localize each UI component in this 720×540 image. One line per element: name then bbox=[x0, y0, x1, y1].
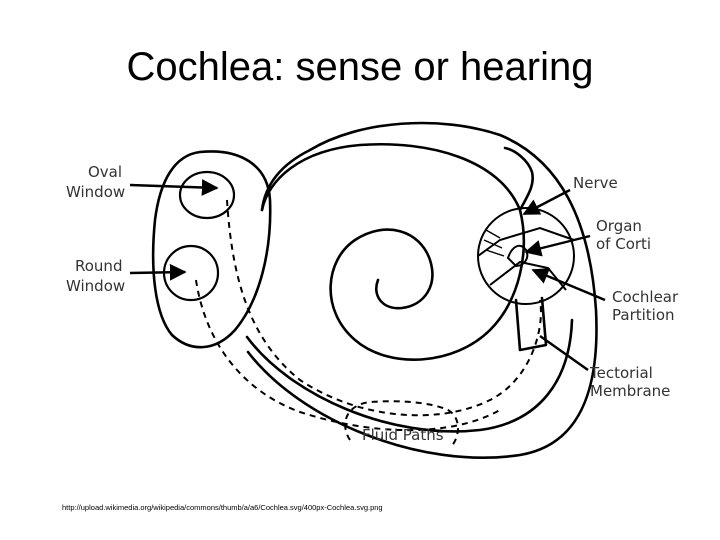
label-round-window: Round Window bbox=[66, 257, 127, 295]
label-organ-of-corti: Organ of Corti bbox=[596, 217, 651, 253]
oval-window bbox=[178, 170, 236, 220]
nerve-fiber-2 bbox=[483, 239, 503, 249]
cochlea-outer-wall bbox=[246, 121, 598, 459]
label-fluid-paths: Fluid Paths bbox=[362, 426, 444, 444]
label-cochlear-partition: Cochlear Partition bbox=[612, 288, 683, 324]
label-tectorial-membrane: Tectorial Membrane bbox=[589, 364, 670, 400]
label-nerve: Nerve bbox=[573, 174, 618, 192]
slide-title: Cochlea: sense or hearing bbox=[126, 45, 594, 89]
nerve-arrow bbox=[522, 188, 571, 216]
oval-window-arrow bbox=[129, 179, 219, 196]
duct-cross-section bbox=[477, 207, 575, 305]
fluid-paths-outline bbox=[344, 400, 459, 449]
cochlear-partition-arrow bbox=[531, 268, 606, 302]
nerve-fiber-1 bbox=[485, 229, 501, 239]
round-window-arrow bbox=[129, 263, 187, 281]
cochlea-mid-canal bbox=[245, 318, 574, 433]
duct-septum-1 bbox=[477, 226, 575, 257]
fluid-path-lower bbox=[195, 279, 501, 432]
cochlea-spiral bbox=[260, 143, 526, 361]
duct-septum-2 bbox=[489, 260, 567, 291]
nerve-fiber-3 bbox=[485, 249, 505, 257]
label-oval-window: Oval Window bbox=[66, 163, 127, 201]
organ-of-corti-arrow bbox=[524, 234, 591, 257]
fluid-path-upper bbox=[226, 199, 542, 417]
tectorial-membrane-arrow bbox=[539, 335, 589, 371]
partition-shaft bbox=[514, 296, 548, 352]
cochlea-upper-curl bbox=[503, 146, 534, 212]
source-url: http://upload.wikimedia.org/wikipedia/co… bbox=[62, 503, 383, 512]
oval-window-capsule bbox=[151, 150, 272, 349]
